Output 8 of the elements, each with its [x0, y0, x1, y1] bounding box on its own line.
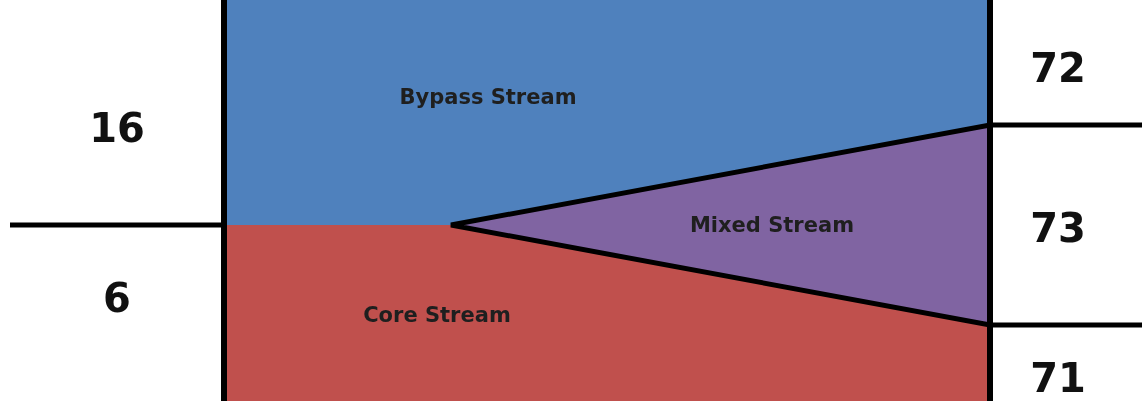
- station-number: 71: [1030, 358, 1086, 398]
- station-number: 6: [103, 278, 131, 318]
- region-label: Bypass Stream: [399, 85, 577, 109]
- station-number: 73: [1030, 208, 1086, 248]
- region-label: Core Stream: [363, 303, 511, 327]
- region-label: Mixed Stream: [690, 213, 854, 237]
- station-number: 72: [1030, 48, 1086, 88]
- station-number: 16: [89, 108, 145, 148]
